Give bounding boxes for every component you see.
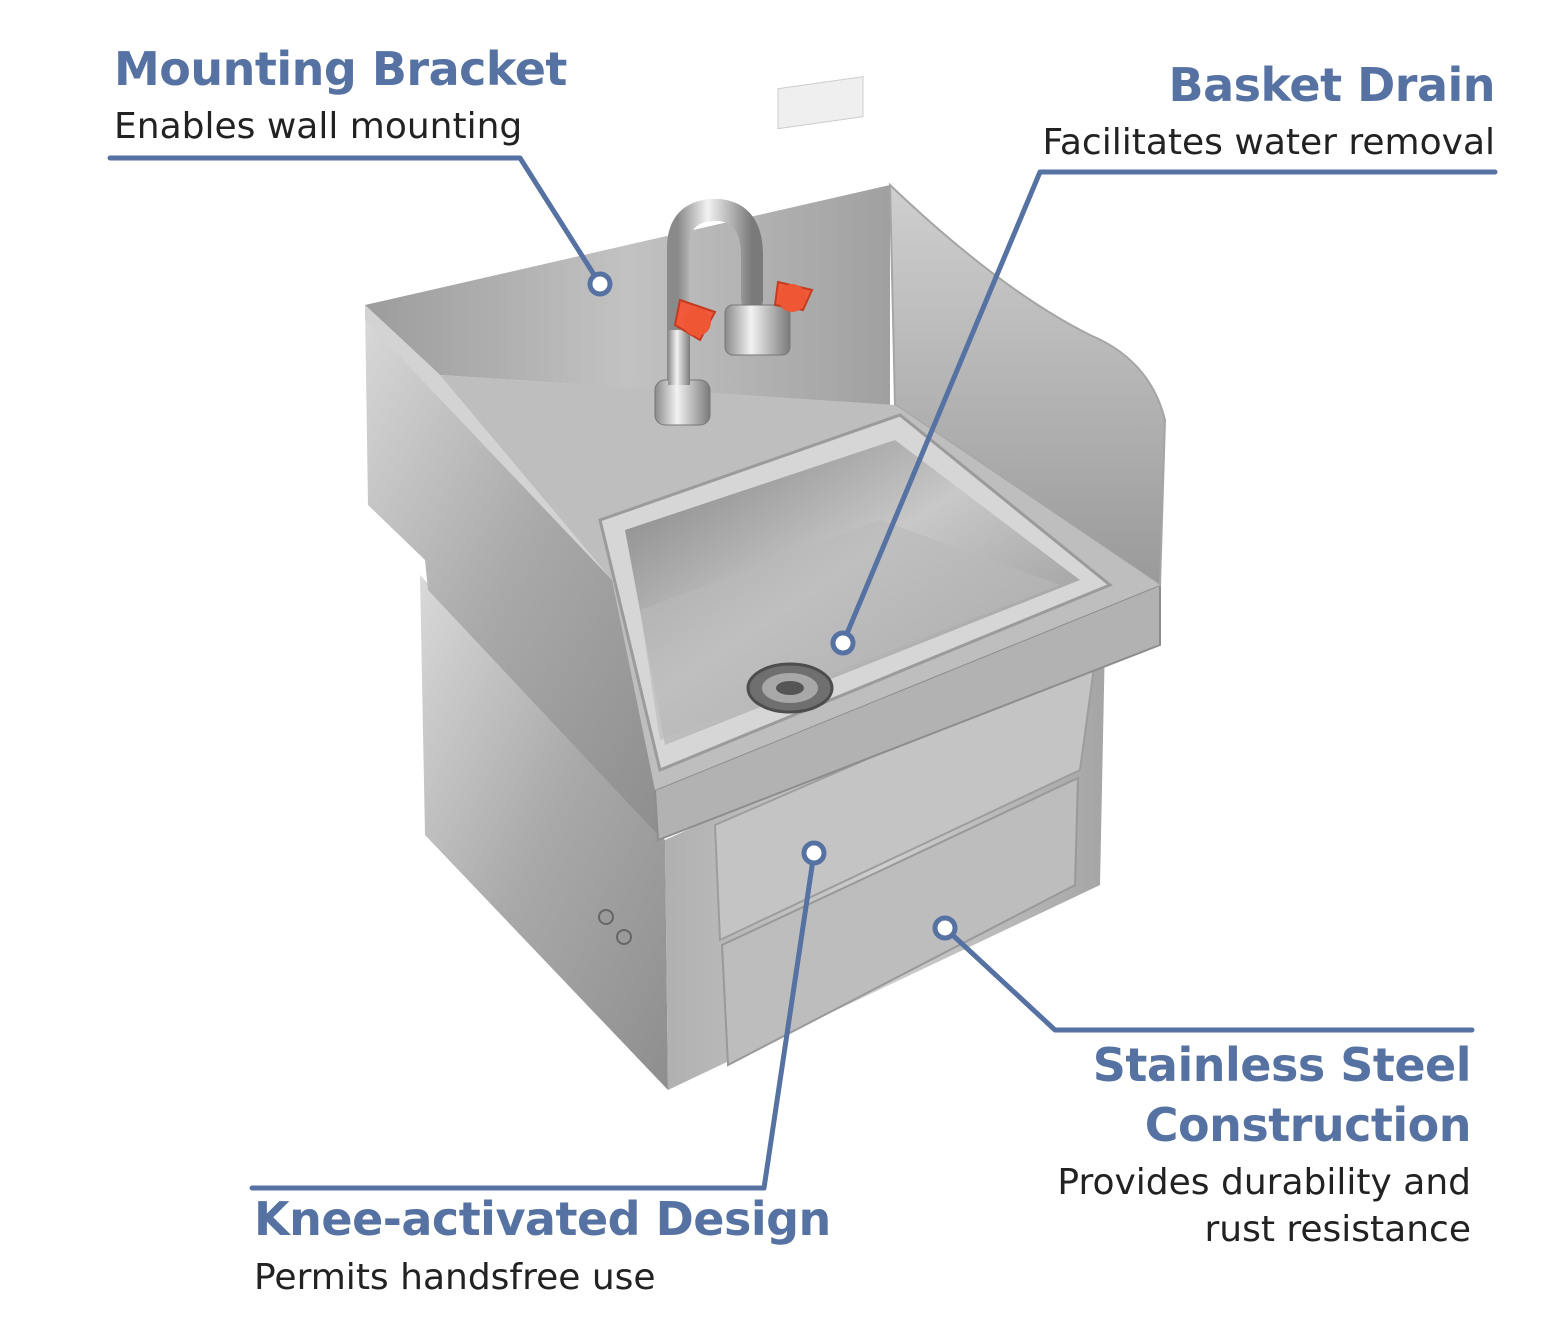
mounting-bracket-title: Mounting Bracket: [114, 42, 567, 96]
dot-basket-drain: [830, 630, 856, 656]
leader-stainless-steel: [942, 925, 1475, 1033]
dot-mounting-bracket: [587, 271, 613, 297]
dot-stainless-steel: [932, 915, 958, 941]
stainless-steel-description-line2: rust resistance: [1204, 1209, 1471, 1250]
basket-drain-description: Facilitates water removal: [1042, 122, 1495, 163]
mounting-bracket-description: Enables wall mounting: [114, 106, 523, 147]
leader-mounting-bracket: [107, 155, 603, 287]
stainless-steel-title-line2: Construction: [1144, 1098, 1472, 1152]
basket-drain-icon: [746, 662, 834, 714]
leader-lines: [107, 155, 1498, 1191]
leader-knee-activated: [249, 850, 817, 1191]
knee-activated-title: Knee-activated Design: [254, 1192, 831, 1246]
faucet-icon: [654, 198, 814, 426]
dot-knee-activated: [801, 840, 827, 866]
stainless-steel-title-line1: Stainless Steel: [1092, 1038, 1472, 1092]
sink-illustration: [365, 76, 1167, 1090]
leader-basket-drain: [840, 169, 1498, 646]
knee-activated-description: Permits handsfree use: [254, 1257, 656, 1298]
basket-drain-title: Basket Drain: [1168, 58, 1496, 112]
callout-dots: [587, 271, 958, 941]
stainless-steel-description-line1: Provides durability and: [1057, 1162, 1471, 1203]
